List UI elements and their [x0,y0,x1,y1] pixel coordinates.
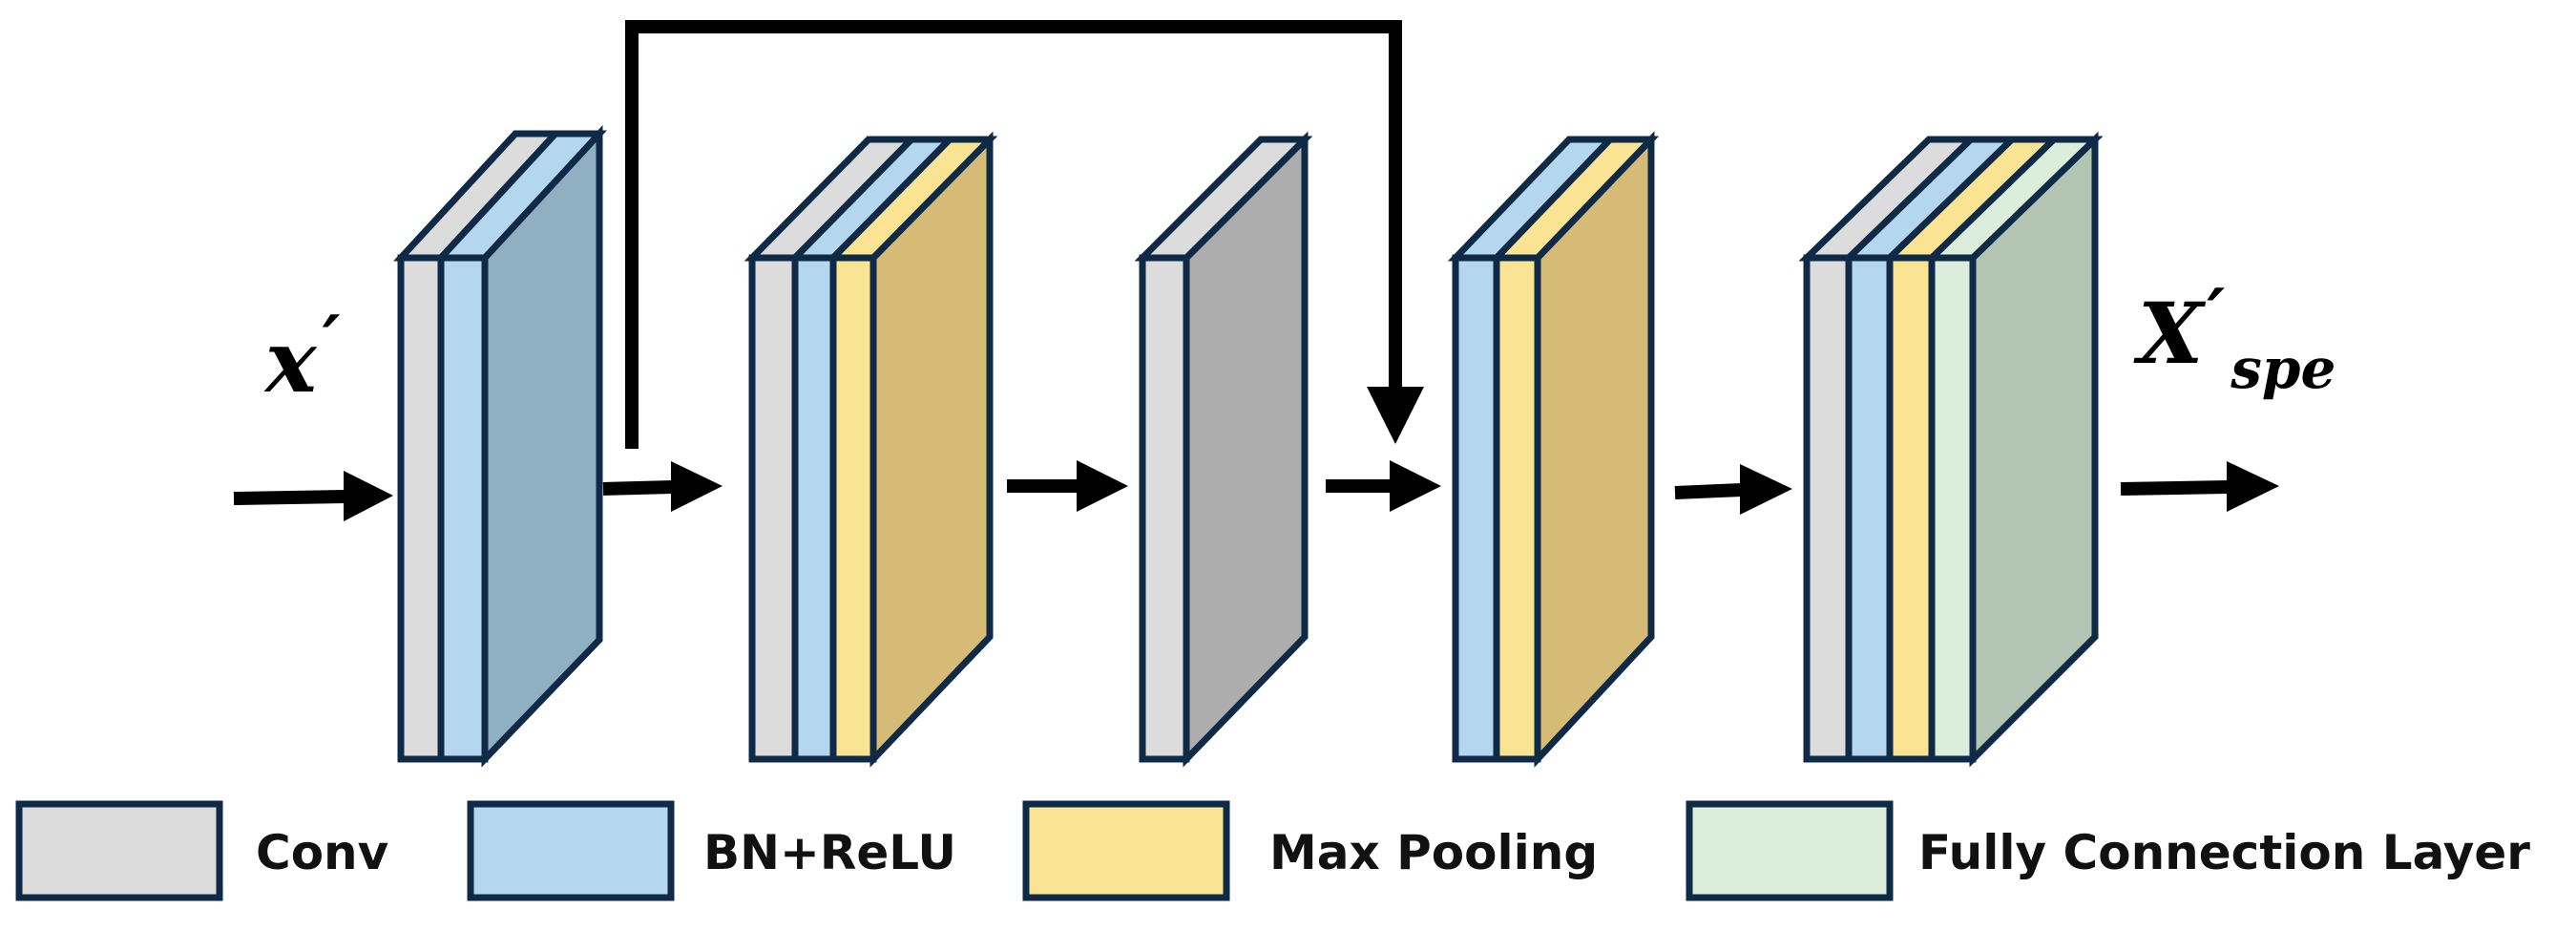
block-4-pool-slab [1493,254,1541,763]
arrow-4-5-head [1740,464,1792,515]
arrow-4-5 [1674,483,1743,499]
block-1 [393,125,607,768]
input-arrow [233,490,346,505]
block-2 [743,131,998,768]
block-2-pool-slab [829,254,877,763]
block-3-conv-slab [1139,254,1190,763]
legend-swatch-maxpool [1022,800,1230,901]
arrow-2-3-head [1077,460,1128,512]
flow-arrows [233,460,2279,521]
legend-swatch-conv [15,800,223,901]
block-1-conv-slab [397,254,445,763]
output-arrow [2120,480,2230,496]
legend-swatch-fc [1686,800,1894,901]
block-4 [1447,131,1660,768]
skip-connection-arrowhead [1367,387,1424,444]
legend-label-bnrelu: BN+ReLU [703,825,956,880]
legend-label-fc: Fully Connection Layer [1918,825,2530,880]
block-5-fc-slab [1928,254,1977,763]
block-4-bnrelu-slab [1452,254,1500,763]
input-arrowhead [344,471,393,521]
arrow-3-4-head [1390,460,1441,512]
block-5-conv-slab [1803,254,1853,763]
legend-swatch-bnrelu [467,800,675,901]
legend-label-conv: Conv [256,825,388,880]
block-5 [1798,131,2104,768]
legend: Conv BN+ReLU Max Pooling Fully Connectio… [15,800,2530,901]
output-arrowhead [2227,461,2279,512]
arrow-1-2-head [671,461,723,512]
legend-label-maxpool: Max Pooling [1269,825,1598,880]
output-label: X′spe [2133,273,2335,401]
skip-connection-line [625,20,1402,449]
block-2-bnrelu-slab [791,254,837,763]
block-1-bnrelu-slab [437,254,489,763]
arrow-1-2 [602,480,674,496]
block-5-bnrelu-slab [1845,254,1894,763]
input-label: x′ [263,300,341,413]
block-2-conv-slab [748,254,799,763]
block-5-pool-slab [1886,254,1936,763]
block-3 [1134,131,1313,768]
